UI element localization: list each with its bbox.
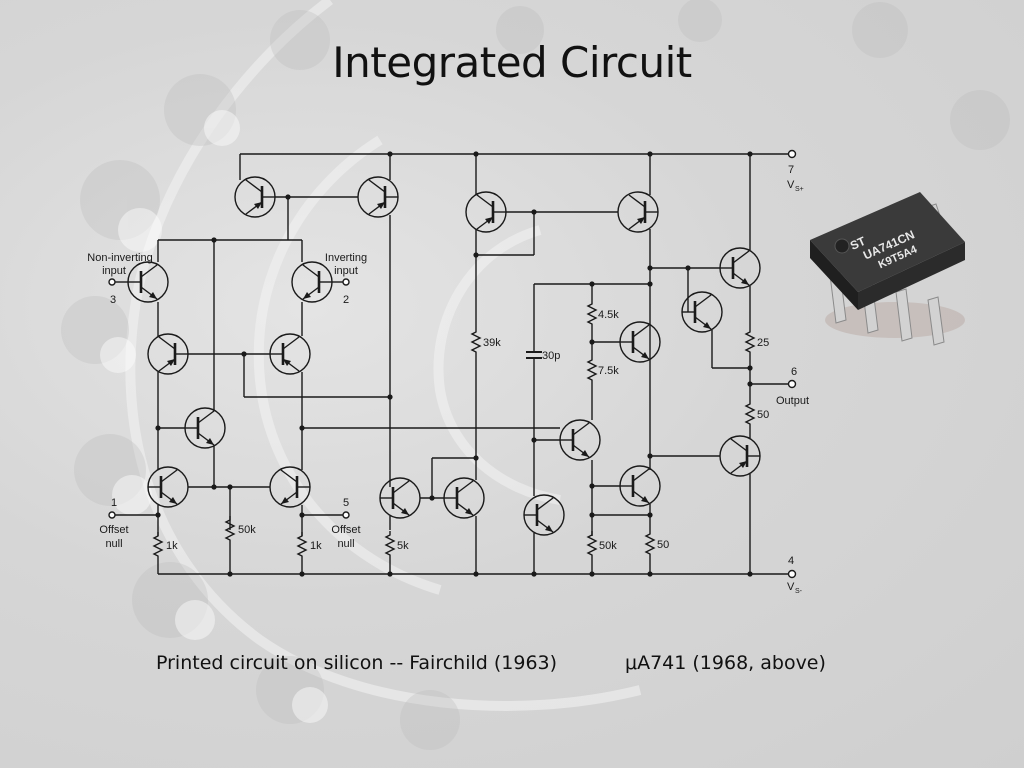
label-50-bottom: 50 — [657, 539, 669, 551]
pin1-number: 1 — [111, 497, 117, 509]
label-50k-mid: 50k — [238, 524, 256, 536]
q9-transistor — [356, 175, 400, 219]
pin7-label: V — [787, 179, 795, 191]
resistor-50-bottom — [645, 529, 655, 559]
label-30p: 30p — [542, 350, 560, 362]
pin1-label-2: null — [105, 538, 122, 550]
pin4-number: 4 — [788, 555, 794, 567]
label-5k: 5k — [397, 540, 409, 552]
pin5-number: 5 — [343, 497, 349, 509]
pin3-number: 3 — [110, 294, 116, 306]
q12-transistor — [464, 190, 508, 234]
q18-transistor — [618, 320, 662, 364]
resistor-39k — [471, 327, 481, 357]
caption-ua741: μA741 (1968, above) — [625, 652, 826, 674]
label-1k-left: 1k — [166, 540, 178, 552]
pin4-sub: S- — [795, 588, 803, 595]
label-4-5k: 4.5k — [598, 309, 619, 321]
caption-fairchild: Printed circuit on silicon -- Fairchild … — [156, 652, 558, 674]
label-7-5k: 7.5k — [598, 365, 619, 377]
label-39k: 39k — [483, 337, 501, 349]
q14-transistor — [718, 246, 762, 290]
pin4-label: V — [787, 581, 795, 593]
resistor-25 — [745, 327, 755, 357]
pin2-number: 2 — [343, 294, 349, 306]
pin3-label-1: Non-inverting — [87, 252, 152, 264]
chip-logo: ST — [848, 234, 868, 253]
pin1-label-1: Offset — [99, 524, 128, 536]
pin2-label-2: input — [334, 265, 358, 277]
resistor-50-output — [745, 399, 755, 429]
q16-transistor — [558, 418, 602, 462]
q13-transistor — [616, 190, 660, 234]
pin6-number: 6 — [791, 366, 797, 378]
resistor-5k — [385, 530, 395, 560]
label-50k-right: 50k — [599, 540, 617, 552]
resistor-7-5k — [587, 355, 597, 385]
pin7-number: 7 — [788, 164, 794, 176]
resistor-4-5k — [587, 299, 597, 329]
pin5-label-1: Offset — [331, 524, 360, 536]
pin7-sub: S+ — [795, 186, 804, 193]
pin6-label: Output — [776, 395, 809, 407]
resistor-1k-left — [153, 531, 163, 561]
q2-transistor — [290, 260, 334, 304]
q8-transistor — [233, 175, 277, 219]
pin3-label-2: input — [102, 265, 126, 277]
q4-transistor — [268, 332, 312, 376]
q11-transistor — [442, 476, 486, 520]
resistor-1k-right — [297, 531, 307, 561]
q5-transistor — [146, 465, 190, 509]
label-25: 25 — [757, 337, 769, 349]
q1-transistor — [126, 260, 170, 304]
q6-transistor — [268, 465, 312, 509]
q7-transistor — [183, 406, 227, 450]
page-title: Integrated Circuit — [332, 38, 692, 87]
ua741-chip-photo: ST UA741CN K9T5A4 — [810, 192, 965, 346]
q10-transistor — [378, 476, 422, 520]
label-1k-right: 1k — [310, 540, 322, 552]
q22-transistor — [522, 493, 566, 537]
label-50-output: 50 — [757, 409, 769, 421]
resistor-50k-right — [587, 530, 597, 560]
pin5-label-2: null — [337, 538, 354, 550]
q17-transistor — [618, 464, 662, 508]
q3-transistor — [146, 332, 190, 376]
q20-transistor — [718, 434, 762, 478]
pin2-label-1: Inverting — [325, 252, 367, 264]
